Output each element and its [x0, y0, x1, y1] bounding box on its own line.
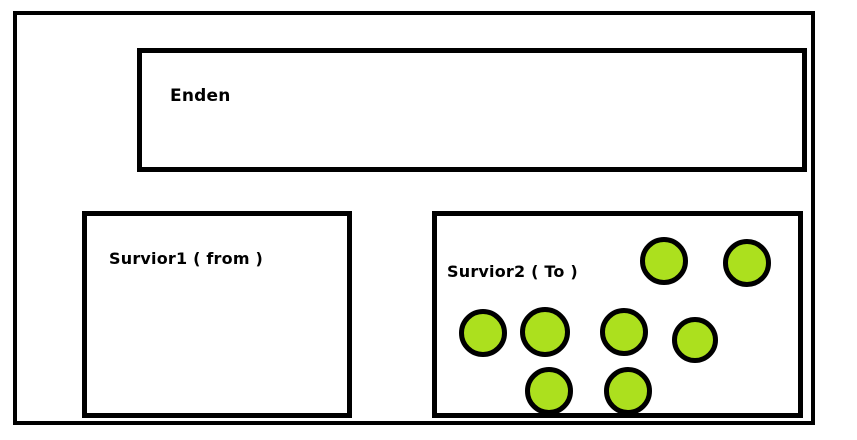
survivor-node[interactable]: [672, 317, 718, 363]
survior1-box-label: Survior1 ( from ): [109, 249, 263, 268]
survivor-node[interactable]: [525, 367, 573, 415]
outer-frame: Enden Survior1 ( from ) Survior2 ( To ): [13, 11, 815, 425]
survior1-box[interactable]: Survior1 ( from ): [82, 211, 352, 418]
enden-box[interactable]: Enden: [137, 48, 807, 172]
survivor-node[interactable]: [600, 308, 648, 356]
survivor-node[interactable]: [640, 237, 688, 285]
enden-box-label: Enden: [170, 86, 231, 106]
survior2-box[interactable]: Survior2 ( To ): [432, 211, 803, 418]
survivor-node[interactable]: [459, 309, 507, 357]
survivor-node[interactable]: [723, 239, 771, 287]
survivor-node[interactable]: [604, 367, 652, 415]
survivor-node[interactable]: [520, 307, 570, 357]
survior2-box-label: Survior2 ( To ): [447, 262, 578, 281]
